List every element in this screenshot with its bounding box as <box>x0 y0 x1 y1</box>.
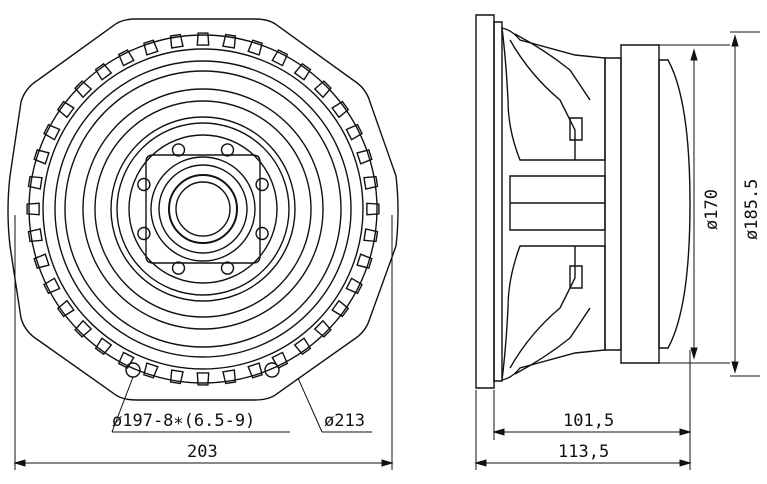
side-dimensions <box>476 32 760 470</box>
bolt-hole <box>256 228 268 240</box>
outer-diameter-label: ø213 <box>324 411 365 431</box>
overall-width-label: 203 <box>187 442 218 462</box>
frame-slot <box>144 363 158 378</box>
frame-slot <box>315 81 331 97</box>
frame-slot <box>346 278 362 293</box>
basket-lower-rib-2 <box>515 308 590 374</box>
mount-holes-label: ø197-8∗(6.5-9) <box>112 411 256 431</box>
frame-slot <box>119 50 134 66</box>
frame-slot <box>58 102 74 118</box>
mounting-flange <box>476 15 494 388</box>
bolt-hole <box>173 144 185 156</box>
frame-slot <box>29 229 43 241</box>
frame-slot <box>44 125 60 140</box>
basket-lower-rib <box>510 246 575 368</box>
frame-slot <box>357 254 372 268</box>
frame-slot <box>295 64 311 80</box>
surround-inner <box>65 71 341 347</box>
bolt-hole <box>138 228 150 240</box>
terminal-lower <box>570 266 582 288</box>
frame-ring-2 <box>43 49 363 369</box>
frame-slot <box>171 35 183 49</box>
mount-hole <box>265 363 279 377</box>
frame-slot <box>96 64 112 80</box>
basket-upper-rib-2 <box>515 34 590 100</box>
terminal-upper <box>570 118 582 140</box>
dust-cap-outer <box>169 175 237 243</box>
motor-diameter-label: ø185.5 <box>742 178 762 240</box>
frame-slot <box>29 177 43 189</box>
front-dimensions <box>15 215 392 470</box>
front-view <box>8 19 398 400</box>
frame-slot <box>197 33 208 45</box>
hub-ring-3 <box>151 157 255 261</box>
hub-ring-2 <box>129 135 277 283</box>
frame-slot <box>346 125 362 140</box>
frame-slot <box>223 370 235 384</box>
frame-slot <box>197 373 208 385</box>
cone-inner <box>95 101 311 317</box>
frame-slot <box>34 150 49 164</box>
frame-slot <box>27 203 39 214</box>
overall-depth-label: 113,5 <box>558 442 610 462</box>
frame-slot <box>96 338 112 354</box>
front-plate <box>605 58 621 350</box>
basket-upper <box>502 28 605 160</box>
frame-slot <box>295 338 311 354</box>
frame-outline <box>8 19 398 400</box>
basket-lower <box>502 246 605 380</box>
cone-edge <box>83 89 323 329</box>
bolt-hole <box>256 179 268 191</box>
frame-slot <box>315 321 331 337</box>
cone-mid <box>111 117 295 301</box>
dust-cap-inner <box>176 182 230 236</box>
frame-slot <box>332 301 348 317</box>
frame-ring-1 <box>29 35 377 383</box>
frame-slot <box>75 321 91 337</box>
hub-ring-4 <box>159 165 247 253</box>
frame-slots <box>27 33 379 385</box>
back-plate <box>659 60 690 348</box>
frame-slot <box>357 150 372 164</box>
frame-slot <box>364 177 378 189</box>
frame-slot <box>44 278 60 293</box>
bolt-hole <box>173 262 185 274</box>
frame-slot <box>34 254 49 268</box>
basket-upper-rib <box>510 40 575 160</box>
frame-slot <box>367 203 379 214</box>
frame-slot <box>248 40 262 55</box>
frame-slot <box>223 35 235 49</box>
frame-slot <box>364 229 378 241</box>
bolt-hole <box>222 262 234 274</box>
magnet-diameter-label: ø170 <box>702 189 722 230</box>
side-view <box>476 15 690 388</box>
frame-slot <box>248 363 262 378</box>
bolt-hole <box>138 179 150 191</box>
basket-depth-label: 101,5 <box>563 411 615 431</box>
frame-slot <box>75 81 91 97</box>
frame-slot <box>272 50 287 66</box>
bolt-hole <box>222 144 234 156</box>
hub-bolt-holes <box>138 144 268 274</box>
hub-square <box>146 155 260 263</box>
frame-slot <box>144 40 158 55</box>
frame-slot <box>171 370 183 384</box>
frame-slot <box>58 301 74 317</box>
hub-ring-outer <box>117 123 289 295</box>
surround-outer <box>55 61 351 357</box>
gasket <box>494 22 502 381</box>
frame-slot <box>332 102 348 118</box>
magnet <box>621 45 659 363</box>
